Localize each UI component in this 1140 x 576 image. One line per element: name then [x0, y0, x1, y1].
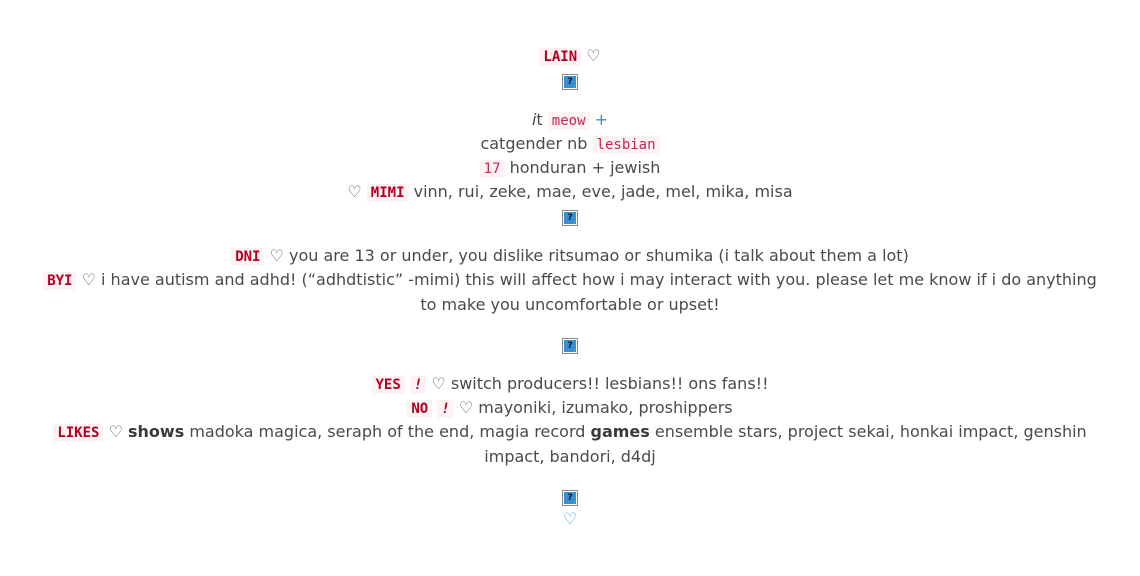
dni-tag: DNI	[231, 248, 265, 266]
likes-line: LIKES ♡ shows madoka magica, seraph of t…	[40, 420, 1100, 469]
dni-text: you are 13 or under, you dislike ritsuma…	[289, 246, 909, 265]
yes-bang-tag: !	[409, 376, 427, 394]
heritage-text: honduran + jewish	[509, 158, 661, 177]
heart-icon: ♡	[269, 246, 284, 265]
pronoun-i: i	[531, 110, 537, 129]
no-tag: NO	[407, 400, 433, 418]
heart-icon: ♡	[586, 46, 601, 65]
age-tag: 17	[479, 160, 505, 178]
yes-text: switch producers!! lesbians!! ons fans!!	[450, 374, 769, 393]
heart-icon: ♡	[347, 182, 362, 201]
gender-line: catgender nb lesbian	[0, 132, 1140, 157]
yes-tag: YES	[371, 376, 405, 394]
no-text: mayoniki, izumako, proshippers	[478, 398, 733, 417]
name-tag: LAIN	[539, 48, 582, 66]
pronoun-t: t	[536, 110, 543, 129]
yes-line: YES ! ♡ switch producers!! lesbians!! on…	[0, 372, 1140, 397]
byi-text: i have autism and adhd! (“adhdtistic” -m…	[101, 270, 1097, 314]
mimi-text: vinn, rui, zeke, mae, eve, jade, mel, mi…	[413, 182, 793, 201]
likes-tag: LIKES	[53, 424, 104, 442]
games-text: ensemble stars, project sekai, honkai im…	[484, 422, 1087, 466]
broken-image-icon: ?	[562, 73, 578, 90]
lesbian-tag: lesbian	[592, 136, 660, 154]
heart-icon: ♡	[458, 398, 474, 417]
footer-heart-icon: ♡	[562, 509, 578, 528]
games-label: games	[590, 422, 650, 441]
mimi-tag: MIMI	[366, 184, 409, 202]
divider-image-4: ?	[0, 485, 1140, 509]
meow-tag: meow	[547, 112, 590, 130]
name-line: LAIN ♡	[0, 44, 1140, 69]
byi-tag: BYI	[43, 272, 77, 290]
heart-icon: ♡	[108, 422, 123, 441]
footer-line: ♡	[0, 507, 1140, 531]
no-bang-tag: !	[437, 400, 454, 418]
broken-image-icon: ?	[562, 489, 578, 506]
no-line: NO ! ♡ mayoniki, izumako, proshippers	[0, 396, 1140, 421]
mimi-line: ♡ MIMI vinn, rui, zeke, mae, eve, jade, …	[0, 180, 1140, 205]
shows-text: madoka magica, seraph of the end, magia …	[189, 422, 586, 441]
broken-image-icon: ?	[562, 337, 578, 354]
divider-image-3: ?	[0, 333, 1140, 357]
pronouns-line: it meow +	[0, 108, 1140, 133]
shows-label: shows	[128, 422, 185, 441]
divider-image-2: ?	[0, 205, 1140, 229]
broken-image-icon: ?	[562, 209, 578, 226]
dni-line: DNI ♡ you are 13 or under, you dislike r…	[0, 244, 1140, 269]
age-line: 17 honduran + jewish	[0, 156, 1140, 181]
plus-sign: +	[594, 110, 609, 129]
divider-image-1: ?	[0, 69, 1140, 93]
byi-line: BYI ♡ i have autism and adhd! (“adhdtist…	[40, 268, 1100, 317]
heart-icon: ♡	[81, 270, 96, 289]
gender-text: catgender nb	[480, 134, 588, 153]
heart-icon: ♡	[431, 374, 446, 393]
